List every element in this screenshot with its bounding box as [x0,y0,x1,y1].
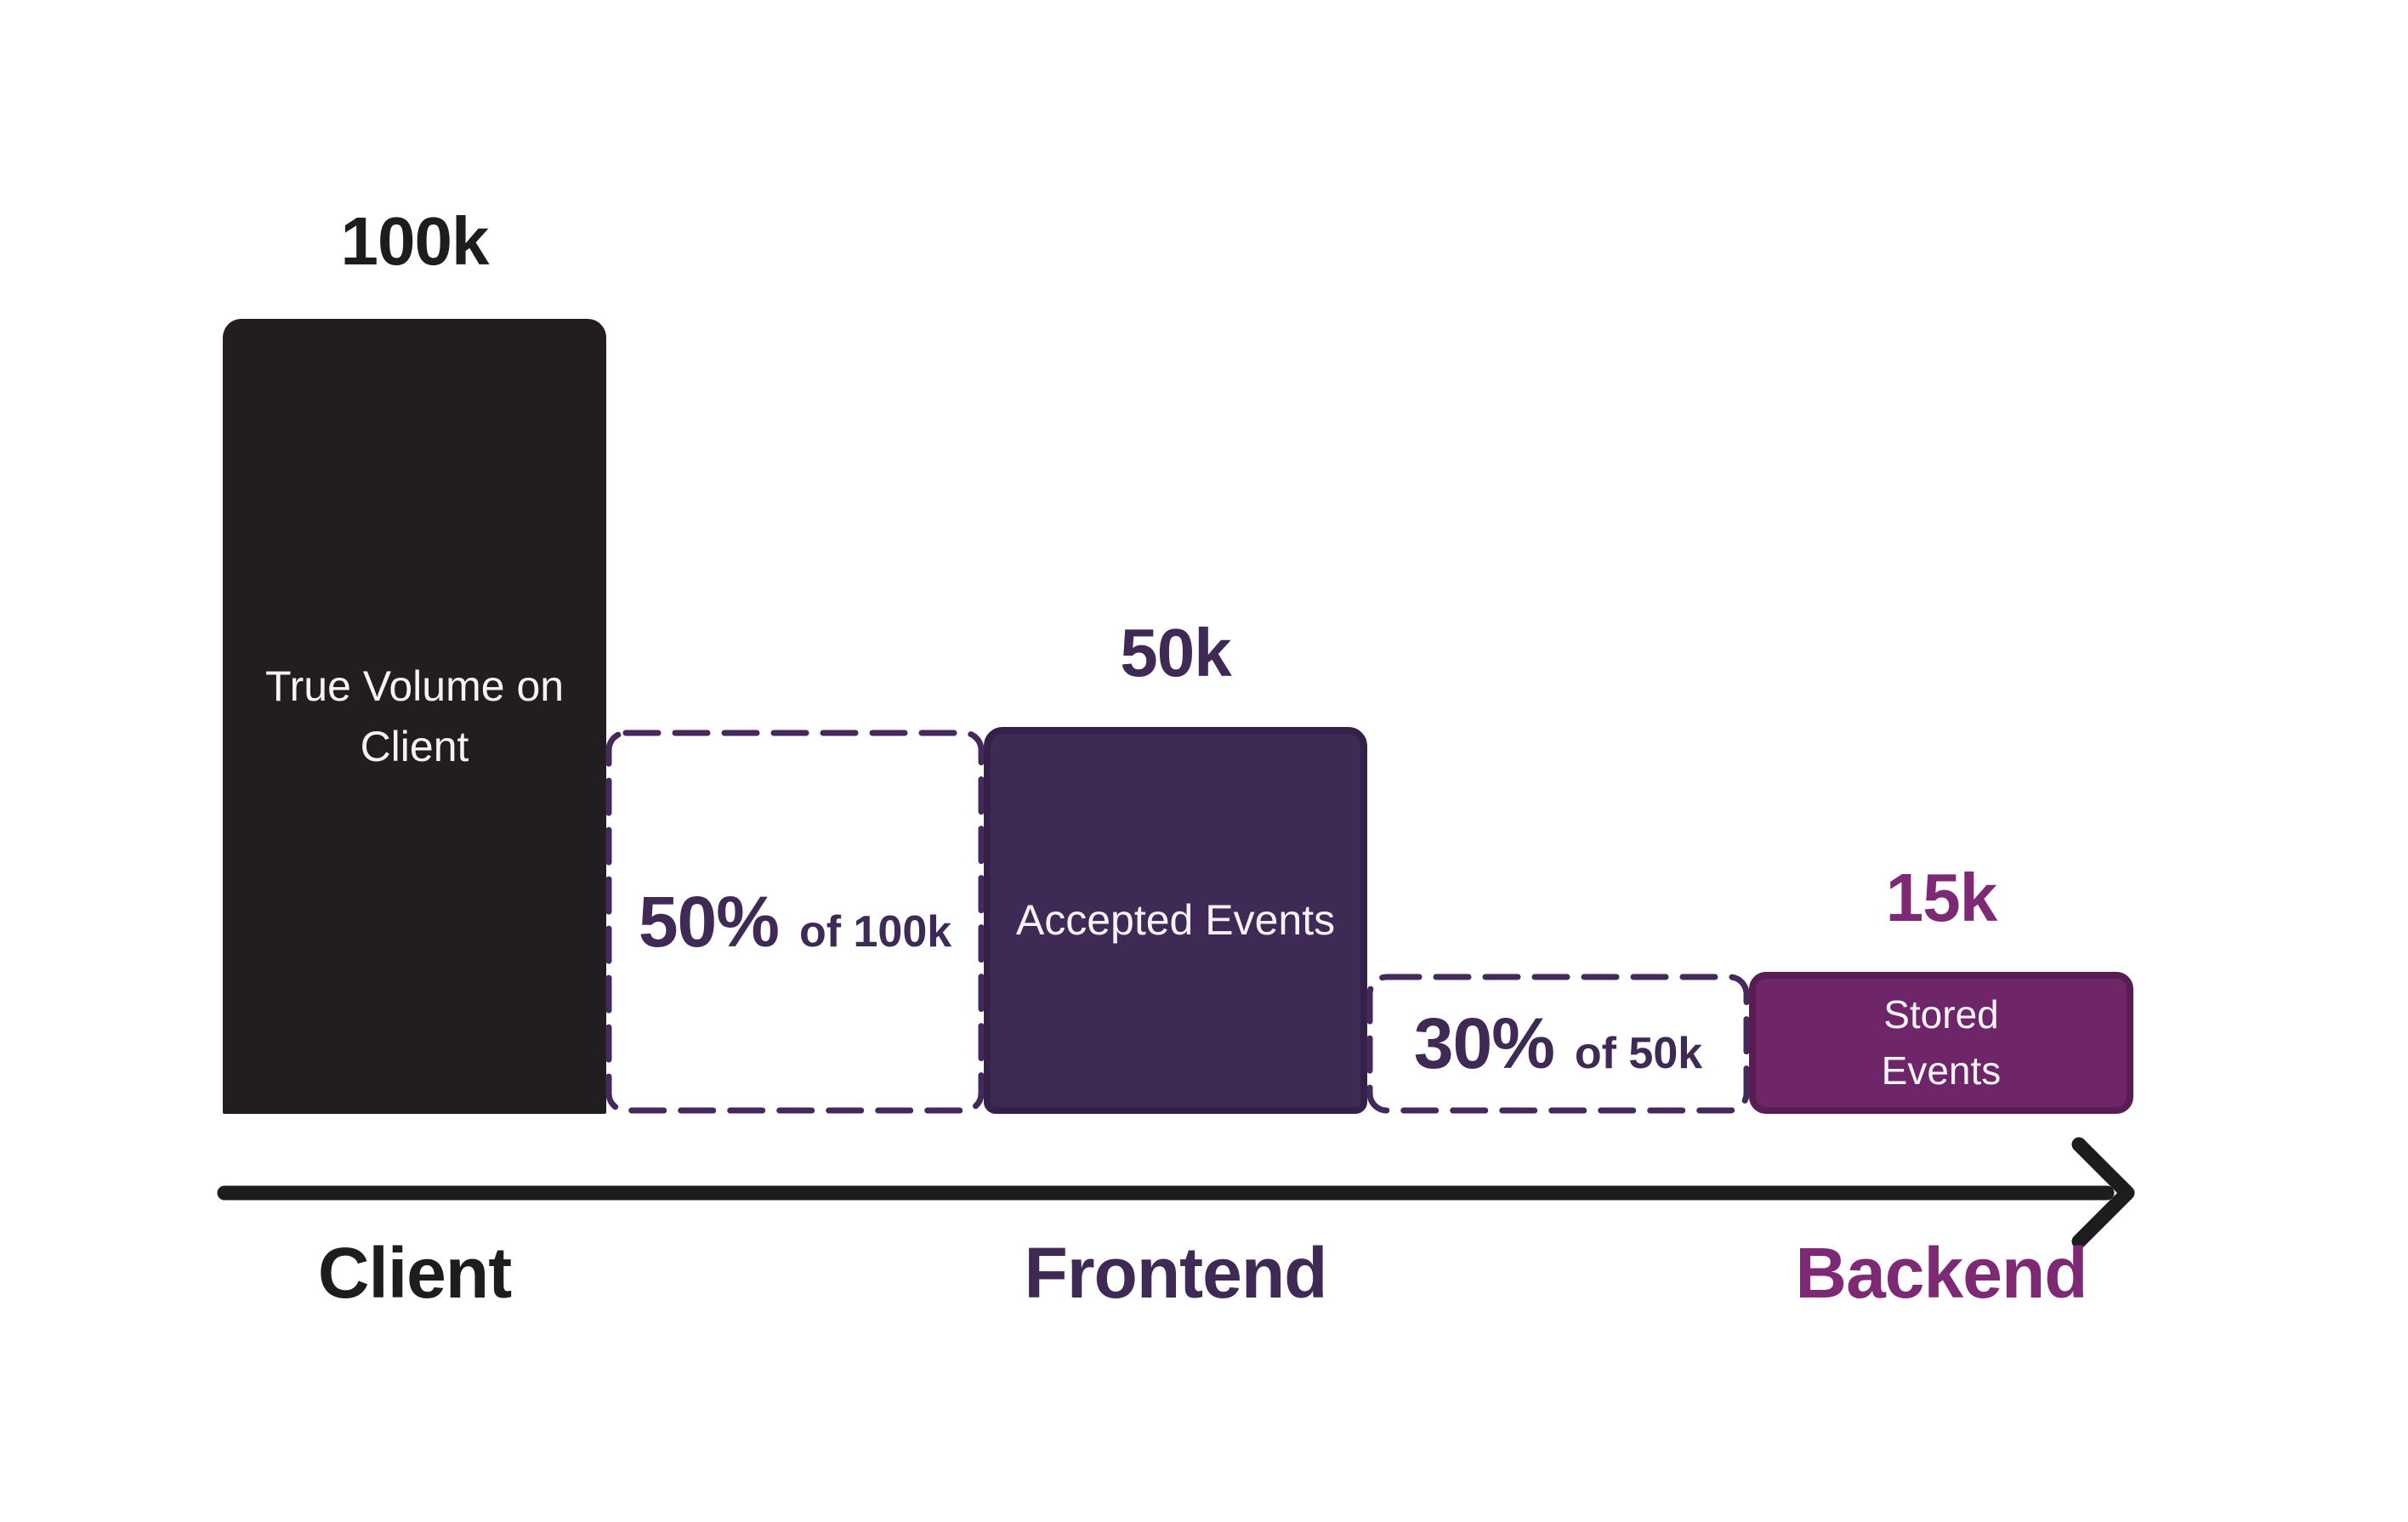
backend-bar-label-line1: Stored [1883,992,1999,1037]
client-bar-label-line1: True Volume on [264,662,565,710]
drop-50-pct: 50% [638,881,780,962]
drop-50-text: 50% of 100k [639,881,951,963]
backend-value-label: 15k [1885,860,1997,935]
client-volume-bar: True Volume on Client [223,319,606,1114]
drop-30-pct: 30% [1413,1003,1555,1083]
drop-50-suffix: of 100k [798,906,952,957]
drop-30-suffix: of 50k [1574,1029,1703,1078]
frontend-accepted-bar: Accepted Events [984,727,1367,1114]
backend-stored-bar: Stored Events [1749,972,2133,1114]
backend-bar-label-line2: Events [1881,1048,2002,1093]
backend-bar-label: Stored Events [1882,987,2002,1099]
drop-30-percent-box: 30% of 50k [1366,974,1750,1114]
flow-arrow [217,1137,2135,1249]
drop-30-text: 30% of 50k [1414,1002,1702,1085]
frontend-value-label: 50k [1120,615,1231,690]
frontend-bar-label-line1: Accepted Events [1015,896,1336,944]
client-value-label: 100k [340,203,490,279]
dashed-rect [605,730,985,1114]
client-bar-label-line2: Client [360,722,469,770]
client-bar-label: True Volume on Client [265,656,564,777]
axis-label-client: Client [317,1233,512,1313]
frontend-bar-label: Accepted Events [1016,890,1335,951]
dashed-rect [1366,974,1750,1114]
axis-label-backend: Backend [1795,1233,2087,1313]
axis-label-frontend: Frontend [1024,1233,1328,1313]
drop-50-percent-box: 50% of 100k [605,730,985,1114]
